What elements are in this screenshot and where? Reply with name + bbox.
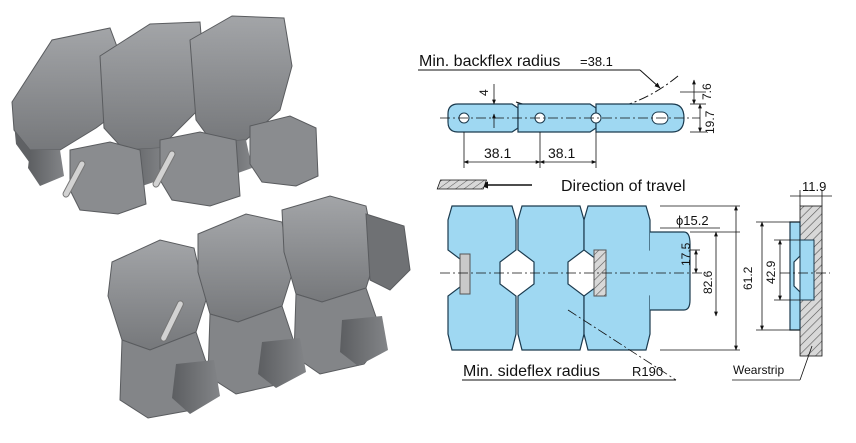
sideflex-drawing (440, 205, 740, 381)
wearstrip-drawing (732, 190, 832, 381)
backflex-value: =38.1 (580, 54, 613, 69)
chain-photo-upper (11, 15, 319, 215)
sideflex-value: R190 (632, 364, 663, 379)
dim-hole-dia: ϕ15.2 (676, 213, 709, 228)
dim-inner-width: 42.9 (764, 260, 778, 284)
dim-tab-height: 17.5 (679, 242, 693, 266)
direction-label: Direction of travel (561, 178, 686, 195)
dim-pitch-2: 38.1 (548, 145, 575, 161)
direction-arrow (436, 179, 532, 190)
backflex-drawing (418, 69, 706, 168)
dim-pitch-1: 38.1 (484, 145, 511, 161)
wearstrip-label: Wearstrip (733, 363, 784, 377)
dim-wearstrip-width: 11.9 (802, 179, 826, 194)
dim-plate-width: 61.2 (741, 266, 755, 290)
dim-top-pin-offset: 4 (477, 89, 491, 96)
dim-height: 19.7 (703, 110, 717, 134)
chain-photo-lower (107, 195, 411, 419)
dim-rise: 7.6 (700, 83, 714, 100)
backflex-title: Min. backflex radius (419, 53, 560, 70)
sideflex-title: Min. sideflex radius (463, 363, 600, 380)
dim-outer-width: 82.6 (701, 270, 715, 294)
